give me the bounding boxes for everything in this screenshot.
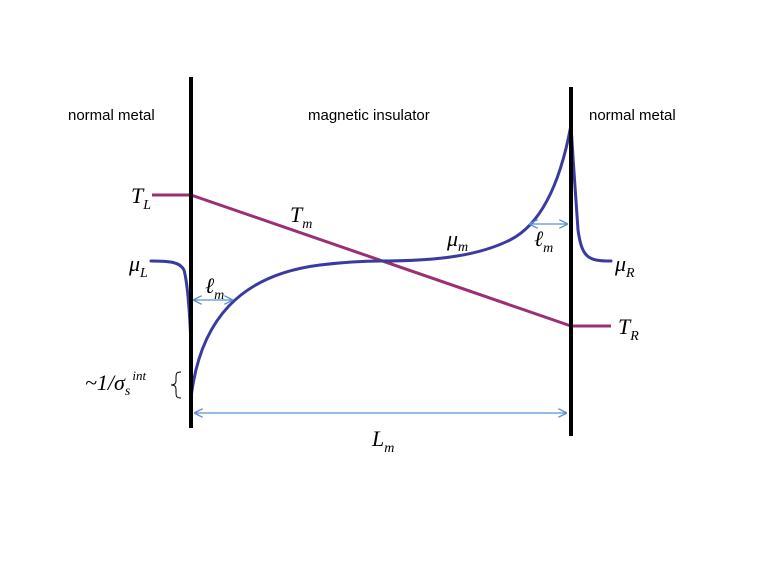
interfacial-conductance-label: ~1/σsint (85, 368, 146, 399)
chemical-potential-curve (149, 123, 613, 400)
temperature-magnet-label: Tm (290, 202, 312, 232)
temperature-left-label: TL (131, 183, 151, 213)
region-label-left: normal metal (68, 107, 155, 124)
region-label-right: normal metal (589, 107, 676, 124)
decay-length-left-label: ℓm (205, 273, 224, 303)
interfacial-drop-brace (170, 371, 182, 399)
length-label: Lm (371, 426, 394, 456)
chemical-potential-magnet-label: μm (446, 226, 468, 255)
decay-length-right-label: ℓm (534, 226, 553, 256)
temperature-right-label: TR (618, 314, 639, 344)
chemical-potential-left-label: μL (128, 251, 148, 281)
region-label-middle: magnetic insulator (308, 107, 430, 124)
chemical-potential-right-label: μR (614, 251, 635, 281)
